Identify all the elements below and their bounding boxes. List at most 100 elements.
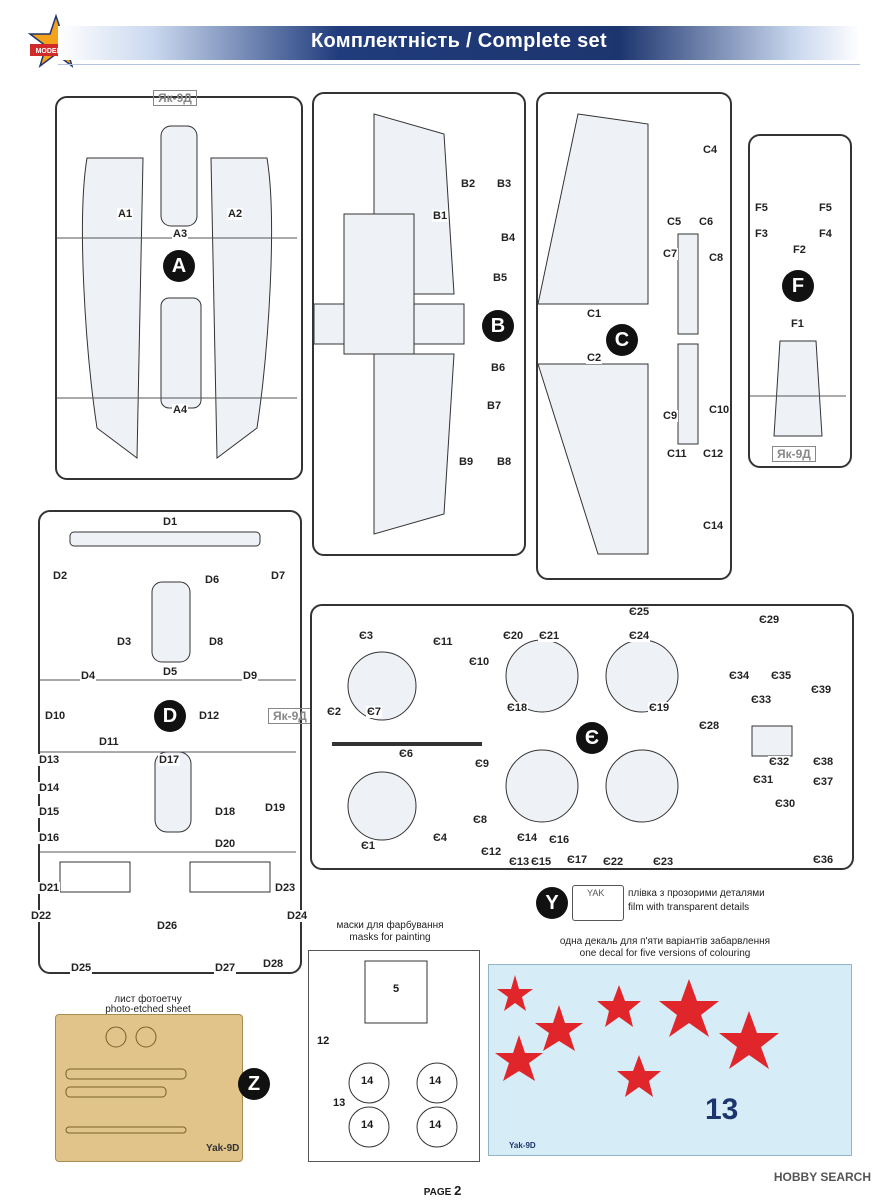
sprue-c-parts [537, 113, 699, 555]
part-d18: D18 [214, 806, 237, 818]
mask-num-14a: 14 [361, 1075, 374, 1087]
sprue-d-frame: Як-9Д D1 D2 D3 D4 D5 D6 D7 D8 D9 D10 D11… [30, 510, 312, 974]
part-f2: F2 [792, 244, 807, 256]
part-e18-top: Є18 [506, 702, 529, 714]
part-d4: D4 [80, 670, 97, 682]
part-e1: Є1 [360, 840, 376, 852]
film-caption-ua: плівка з прозорими деталями [628, 888, 765, 899]
page-number: 2 [454, 1183, 462, 1198]
sprue-f-id: F [782, 270, 814, 302]
part-b3: B3 [496, 178, 513, 190]
part-d11: D11 [98, 736, 120, 748]
part-b2: B2 [460, 178, 477, 190]
part-d6: D6 [204, 574, 221, 586]
part-d26: D26 [156, 920, 179, 932]
part-c9: C9 [662, 410, 679, 422]
part-e36: Є36 [812, 854, 835, 866]
mask-num-12: 12 [317, 1035, 330, 1047]
part-d16: D16 [38, 832, 61, 844]
mask-num-14d: 14 [429, 1119, 442, 1131]
part-e2: Є2 [326, 706, 342, 718]
part-d19: D19 [264, 802, 287, 814]
sprue-c-frame: C1 C2 C4 C5 C6 C7 C8 C9 C10 C11 C12 C14 … [536, 92, 732, 580]
part-e39: Є39 [810, 684, 833, 696]
sprue-b-parts [313, 113, 465, 535]
part-d2: D2 [52, 570, 69, 582]
part-b7: B7 [486, 400, 503, 412]
part-d15: D15 [38, 806, 61, 818]
sprue-c-id: C [606, 324, 638, 356]
part-c6: C6 [698, 216, 715, 228]
decal-label: Yak-9D [509, 1141, 536, 1150]
page-label: PAGE [423, 1187, 452, 1198]
sprue-d-parts [40, 531, 296, 893]
sprue-e-parts [332, 639, 793, 841]
decals-caption-en: one decal for five versions of colouring [579, 948, 751, 959]
pe-z-id: Z [238, 1068, 270, 1100]
part-c8: C8 [708, 252, 725, 264]
part-d23: D23 [274, 882, 297, 894]
part-c11: C11 [666, 448, 688, 460]
part-b8: B8 [496, 456, 513, 468]
part-c10: C10 [708, 404, 731, 416]
sprue-e-frame: Є1 Є2 Є3 Є4 Є5 Є6 Є7 Є8 Є9 Є10 Є11 Є12 Є… [310, 604, 854, 870]
part-d1: D1 [162, 516, 179, 528]
part-e23: Є23 [652, 856, 675, 868]
part-d17: D17 [158, 754, 181, 766]
sprue-a-id: A [163, 250, 195, 282]
part-a1: A1 [117, 208, 134, 220]
part-e29: Є29 [758, 614, 781, 626]
part-e6: Є6 [398, 748, 414, 760]
part-e35: Є35 [770, 670, 793, 682]
decals-caption-ua: одна декаль для п'яти варіантів забарвле… [559, 936, 771, 947]
sprue-a-parts [57, 125, 297, 459]
mask-num-13: 13 [333, 1097, 346, 1109]
part-b5: B5 [492, 272, 509, 284]
part-d22: D22 [30, 910, 53, 922]
part-d8: D8 [208, 636, 225, 648]
mask-sheet: 5 14 14 14 14 12 13 [308, 950, 480, 1162]
sprue-a-frame: Як-9Д A1 A2 A3 A4 A [55, 90, 303, 480]
part-e8: Є8 [472, 814, 488, 826]
part-e11: Є11 [432, 636, 454, 648]
part-d5: D5 [162, 666, 179, 678]
masks-caption-en: masks for painting [349, 932, 431, 943]
part-e16: Є16 [548, 834, 571, 846]
sprue-f-frame: Як-9Д F1 F2 F3 F4 F5 F5 F [748, 134, 852, 468]
sprue-f-parts [750, 340, 846, 437]
part-d12: D12 [198, 710, 221, 722]
sprue-b-id: B [482, 310, 514, 342]
part-e19-top: Є19 [648, 702, 671, 714]
part-a3: A3 [172, 228, 189, 240]
part-b9: B9 [458, 456, 475, 468]
part-d3: D3 [116, 636, 133, 648]
mask-shapes [348, 960, 458, 1148]
part-e12: Є12 [480, 846, 503, 858]
part-d21: D21 [38, 882, 61, 894]
sprue-b-frame: B1 B2 B3 B4 B5 B6 B7 B8 B9 B [312, 92, 526, 556]
part-d25: D25 [70, 962, 93, 974]
pe-sheet-label: Yak-9D [206, 1143, 240, 1154]
part-c14: C14 [702, 520, 725, 532]
mask-num-14b: 14 [429, 1075, 442, 1087]
masks-caption-ua: маски для фарбування [336, 920, 444, 931]
part-b6: B6 [490, 362, 507, 374]
part-e14: Є14 [516, 832, 539, 844]
logo-text: MODELSVIT [36, 48, 78, 55]
film-y-sheet: YAK [572, 885, 624, 921]
part-d24: D24 [286, 910, 309, 922]
mask-num-14c: 14 [361, 1119, 374, 1131]
part-e24: Є24 [628, 630, 651, 642]
part-c12: C12 [702, 448, 725, 460]
part-c5: C5 [666, 216, 683, 228]
part-e9: Є9 [474, 758, 490, 770]
part-f4: F4 [818, 228, 833, 240]
sprue-d-frame-name: Як-9Д [268, 708, 312, 724]
part-d27: D27 [214, 962, 237, 974]
part-b4: B4 [500, 232, 517, 244]
part-e32: Є32 [768, 756, 791, 768]
decal-big-number: 13 [705, 1093, 739, 1126]
part-e30: Є30 [774, 798, 797, 810]
part-f5-right: F5 [818, 202, 833, 214]
part-e4: Є4 [432, 832, 448, 844]
